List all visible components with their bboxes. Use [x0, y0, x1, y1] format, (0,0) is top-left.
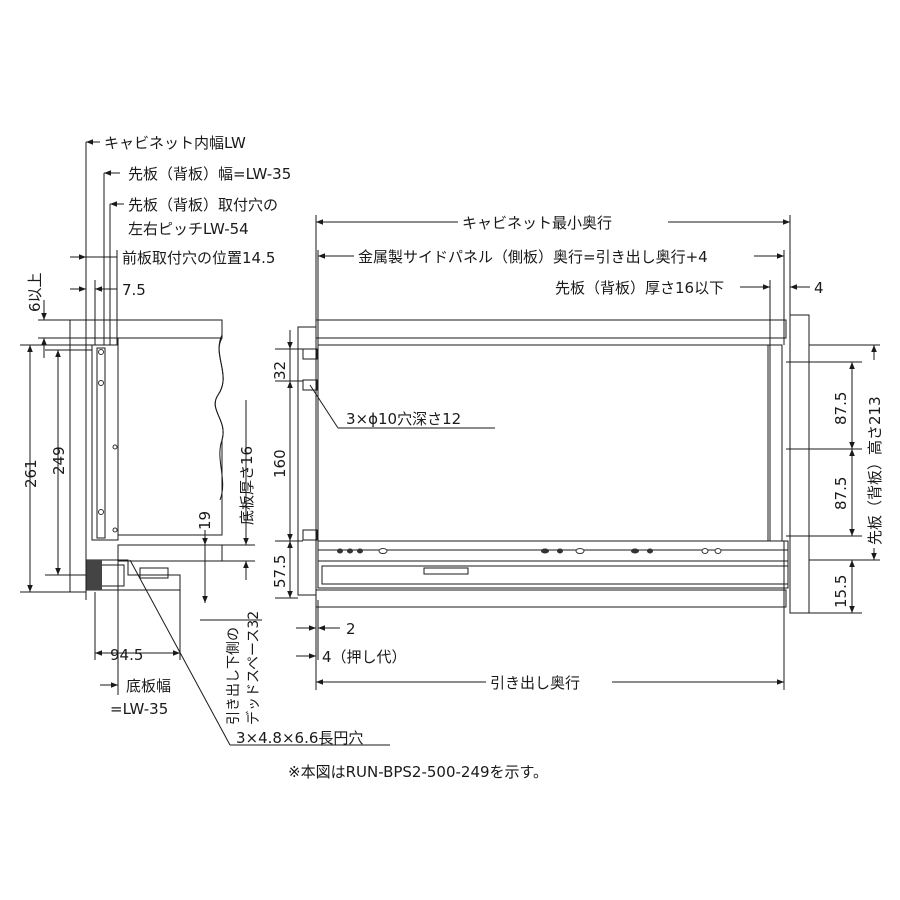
bottom-board-section — [117, 544, 223, 562]
label-front-panel-width: 先板（背板）幅=LW-35 — [128, 165, 291, 183]
label-dim-2: 2 — [346, 620, 356, 638]
label-front-hole-pitch-2: 左右ピッチLW-54 — [128, 220, 249, 238]
label-dim-19: 19 — [196, 511, 214, 530]
label-dim-4-top: 4 — [814, 279, 824, 297]
front-panel-hatched — [789, 314, 810, 614]
label-dim-261: 261 — [22, 459, 40, 488]
label-bottom-width-2: =LW-35 — [110, 700, 168, 718]
label-cabinet-min-depth: キャビネット最小奥行 — [462, 214, 612, 232]
cabinet-bottom-panel-side — [315, 589, 787, 608]
metal-side-panel-section — [91, 344, 119, 541]
dowel-1 — [302, 348, 318, 360]
label-dim-160: 160 — [271, 449, 289, 478]
cross-section-view — [20, 139, 390, 746]
label-note: ※本図はRUN-BPS2-500-249を示す。 — [288, 763, 548, 781]
labels: キャビネット内幅LW 先板（背板）幅=LW-35 先板（背板）取付穴の 左右ピッ… — [22, 134, 884, 781]
label-dim-4-push: 4（押し代） — [322, 648, 407, 666]
label-side-panel-depth: 金属製サイドパネル（側板）奥行=引き出し奥行+4 — [358, 248, 708, 266]
label-cabinet-inner-width: キャビネット内幅LW — [104, 134, 246, 152]
dowel-3 — [302, 529, 318, 541]
label-dim-7-5: 7.5 — [122, 281, 146, 299]
label-dim-94-5: 94.5 — [110, 646, 143, 664]
label-dim-15-5: 15.5 — [832, 575, 850, 608]
label-dim-6-min: 6以上 — [26, 272, 44, 312]
label-dead-space-2: デッドスペース32 — [245, 611, 262, 725]
cabinet-top-panel — [85, 319, 223, 339]
label-bottom-width-1: 底板幅 — [126, 677, 171, 695]
label-dim-32: 32 — [271, 361, 289, 380]
cabinet-top-panel-side — [315, 319, 787, 339]
cabinet-side-wall — [69, 319, 87, 593]
label-front-board-hole-position: 前板取付穴の位置14.5 — [122, 249, 275, 267]
label-dim-249: 249 — [50, 446, 68, 475]
dowel-2 — [302, 379, 318, 391]
rail-slot-holes — [337, 548, 722, 554]
rear-plate — [297, 326, 317, 596]
label-dead-space-1: 引き出し下側の — [226, 627, 242, 725]
label-drawer-depth: 引き出し奥行 — [490, 674, 580, 692]
label-front-hole-pitch-1: 先板（背板）取付穴の — [128, 196, 278, 214]
break-line — [214, 337, 224, 501]
label-bottom-thickness: 底板厚さ16 — [238, 446, 256, 525]
label-dim-57-5: 57.5 — [271, 555, 289, 588]
label-front-thickness: 先板（背板）厚さ16以下 — [555, 279, 724, 297]
metal-side-panel — [317, 344, 771, 542]
label-holes-note: 3×ϕ10穴深さ12 — [346, 410, 461, 428]
label-dim-87-5-a: 87.5 — [832, 392, 850, 425]
label-front-height: 先板（背板）高さ213 — [866, 396, 884, 545]
label-dim-87-5-b: 87.5 — [832, 477, 850, 510]
label-slot-holes: 3×4.8×6.6長円穴 — [236, 729, 363, 747]
